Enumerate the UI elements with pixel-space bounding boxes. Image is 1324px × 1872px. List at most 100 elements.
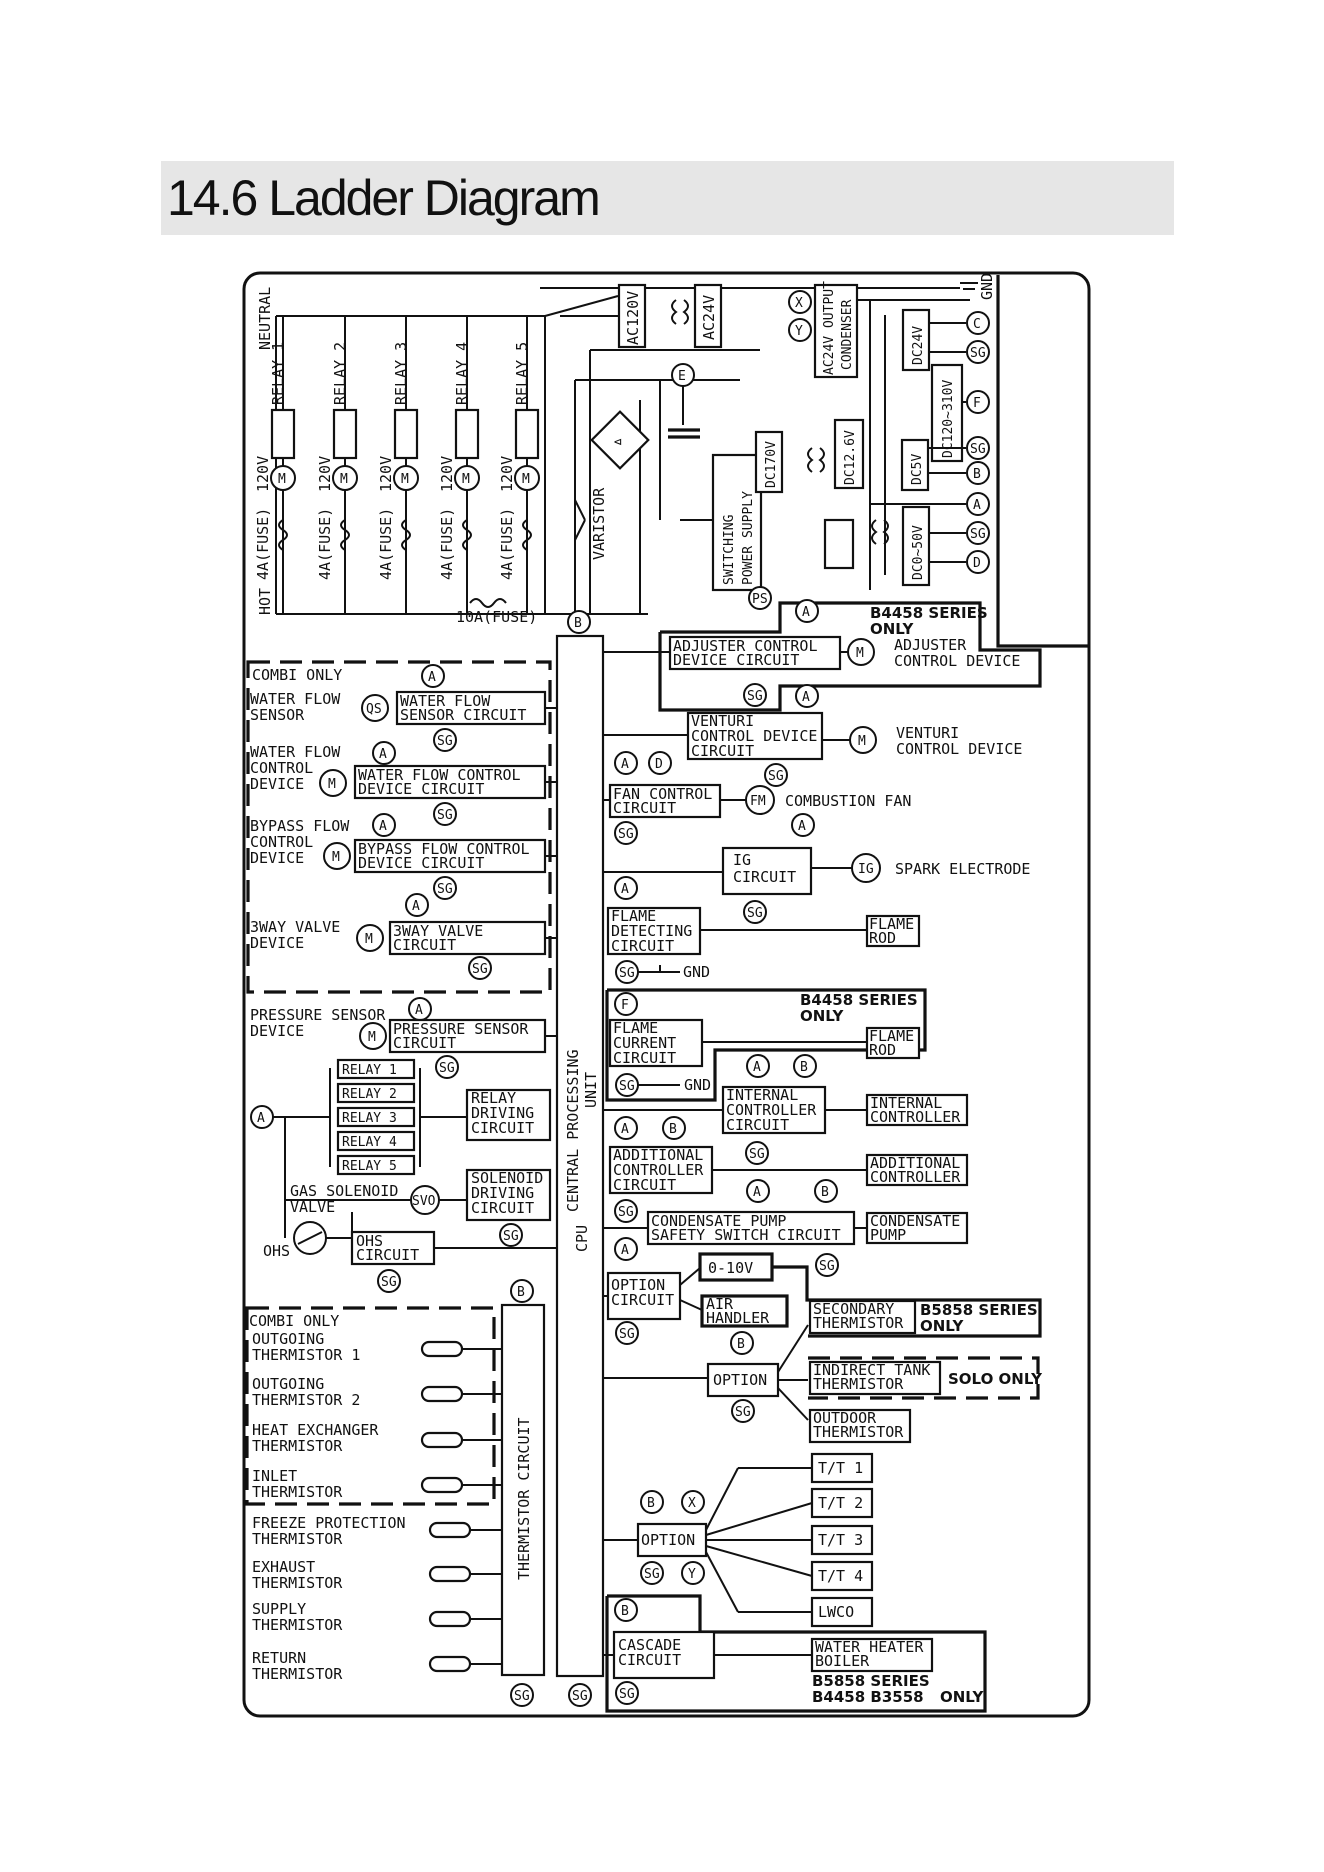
venturi-row: A VENTURI CONTROL DEVICE CIRCUIT M VENTU… — [603, 684, 1022, 787]
svg-text:F: F — [621, 998, 629, 1013]
svg-text:THERMISTOR: THERMISTOR — [813, 1314, 904, 1332]
svg-text:T/T 2: T/T 2 — [818, 1494, 863, 1512]
fan-control-row: A D FAN CONTROL CIRCUIT FM COMBUSTION FA… — [603, 751, 911, 845]
svg-text:B: B — [621, 1604, 629, 1619]
svg-text:0-10V: 0-10V — [708, 1259, 753, 1277]
svg-text:FM: FM — [750, 794, 766, 809]
bridge-rectifier — [590, 410, 650, 470]
transformer-1-icon — [671, 299, 689, 325]
svg-text:OPTION: OPTION — [713, 1371, 767, 1389]
svg-text:DEVICE: DEVICE — [250, 934, 304, 952]
svg-text:RELAY 1: RELAY 1 — [342, 1063, 397, 1078]
svg-text:CONTROLLER: CONTROLLER — [870, 1108, 961, 1126]
svg-text:RELAY 4: RELAY 4 — [342, 1135, 397, 1150]
svg-text:120V: 120V — [254, 456, 272, 492]
svg-text:CIRCUIT: CIRCUIT — [691, 742, 754, 760]
svg-text:4A(FUSE): 4A(FUSE) — [254, 508, 272, 580]
svg-text:SG: SG — [749, 1147, 765, 1162]
relay-rung-2: M RELAY 2 120V 4A(FUSE) — [316, 316, 358, 614]
thermistor-terminal-b — [510, 1279, 534, 1303]
svg-text:SG: SG — [747, 689, 763, 704]
svg-text:RELAY 5: RELAY 5 — [513, 342, 531, 405]
relay-rung-5: M RELAY 5 120V 4A(FUSE) — [498, 316, 540, 614]
svg-text:CONDENSER: CONDENSER — [840, 299, 855, 370]
page-title: 14.6 Ladder Diagram — [167, 170, 601, 226]
svg-text:A: A — [802, 605, 810, 620]
svg-text:SG: SG — [437, 808, 453, 823]
condensate-pump-row: A B CONDENSATE PUMP SAFETY SWITCH CIRCUI… — [603, 1179, 969, 1277]
option-thermistor-row: B OPTION INDIRECT TANK THERMISTOR SOLO O… — [603, 1324, 1043, 1444]
svg-text:B: B — [669, 1122, 677, 1137]
svg-text:A: A — [802, 690, 810, 705]
bypass-flow-row: A BYPASS FLOW CONTROL DEVICE M BYPASS FL… — [250, 813, 557, 900]
svg-text:GND: GND — [684, 1076, 711, 1094]
svg-text:WATER FLOW: WATER FLOW — [250, 743, 341, 761]
svg-text:Y: Y — [795, 324, 803, 339]
relay-driving-row: A RELAY 1 RELAY 2 RELAY 3 RELAY 4 RELAY … — [250, 1058, 552, 1176]
power-board-outline — [996, 275, 1088, 648]
dc24-box — [901, 308, 931, 372]
adjuster-control-row: A ADJUSTER CONTROL DEVICE CIRCUIT M ADJU… — [603, 599, 1020, 707]
dc120-310-box — [930, 363, 964, 463]
svg-text:SG: SG — [619, 1687, 635, 1702]
svg-text:SG: SG — [439, 1061, 455, 1076]
additional-controller-row: A B ADDITIONAL CONTROLLER CIRCUIT ADDITI… — [608, 1116, 969, 1223]
svg-text:DEVICE: DEVICE — [250, 849, 304, 867]
svg-text:120V: 120V — [438, 456, 456, 492]
svg-text:CONTROL DEVICE: CONTROL DEVICE — [896, 740, 1022, 758]
svg-text:SG: SG — [437, 882, 453, 897]
svg-text:PRESSURE SENSOR: PRESSURE SENSOR — [393, 1020, 529, 1038]
svg-text:ONLY: ONLY — [870, 620, 915, 638]
svg-text:DEVICE CIRCUIT: DEVICE CIRCUIT — [673, 651, 799, 669]
svg-text:INTERNAL: INTERNAL — [726, 1086, 798, 1104]
svg-text:THERMISTOR 1: THERMISTOR 1 — [252, 1346, 360, 1364]
svg-text:4A(FUSE): 4A(FUSE) — [498, 508, 516, 580]
svg-text:CASCADE: CASCADE — [618, 1636, 681, 1654]
svg-text:AC24V: AC24V — [700, 295, 718, 340]
varistor-label: VARISTOR — [590, 487, 608, 560]
svg-text:D: D — [655, 757, 663, 772]
svg-text:A: A — [753, 1185, 761, 1200]
svg-text:OUTGOING: OUTGOING — [252, 1375, 324, 1393]
svg-text:DRIVING: DRIVING — [471, 1184, 534, 1202]
svg-text:IG: IG — [858, 862, 874, 877]
svg-text:CONTROLLER: CONTROLLER — [870, 1168, 961, 1186]
cpu-terminal-sg — [568, 1683, 592, 1707]
cpu-box — [555, 634, 605, 1678]
svg-text:INDIRECT TANK: INDIRECT TANK — [813, 1361, 930, 1379]
svg-text:A: A — [753, 1060, 761, 1075]
svg-text:COMBUSTION FAN: COMBUSTION FAN — [785, 792, 911, 810]
svg-text:VENTURI: VENTURI — [896, 724, 959, 742]
svg-text:A: A — [621, 757, 629, 772]
svg-text:B5858 SERIES: B5858 SERIES — [812, 1672, 930, 1690]
svg-text:ONLY: ONLY — [940, 1688, 985, 1706]
svg-text:CIRCUIT: CIRCUIT — [618, 1651, 681, 1669]
relay-rung-4: M RELAY 4 120V 4A(FUSE) — [438, 316, 480, 614]
svg-text:AC120V: AC120V — [624, 291, 642, 345]
svg-text:HEAT EXCHANGER: HEAT EXCHANGER — [252, 1421, 379, 1439]
svg-text:DC12.6V: DC12.6V — [843, 430, 858, 485]
svg-text:B: B — [800, 1060, 808, 1075]
svg-text:B: B — [821, 1185, 829, 1200]
svg-text:SG: SG — [970, 346, 986, 361]
svg-text:THERMISTOR CIRCUIT: THERMISTOR CIRCUIT — [515, 1417, 533, 1580]
b4458-box-1 — [658, 601, 1042, 712]
svg-text:CIRCUIT: CIRCUIT — [733, 868, 796, 886]
svg-text:EXHAUST: EXHAUST — [252, 1558, 315, 1576]
svg-text:SG: SG — [572, 1689, 588, 1704]
main-fuse-icon — [469, 598, 507, 608]
main-fuse-label: 10A(FUSE) — [456, 608, 537, 626]
svg-text:DEVICE: DEVICE — [250, 775, 304, 793]
svg-text:BYPASS FLOW CONTROL: BYPASS FLOW CONTROL — [358, 840, 530, 858]
gnd-label: GND — [978, 273, 996, 300]
svg-text:RELAY 1: RELAY 1 — [269, 342, 287, 405]
svg-text:120V: 120V — [316, 456, 334, 492]
combi-only-label-2: COMBI ONLY — [249, 1312, 339, 1330]
svg-text:CENTRAL PROCESSING: CENTRAL PROCESSING — [564, 1049, 582, 1212]
svg-text:X: X — [795, 296, 803, 311]
ac24-output-condenser-box — [813, 283, 859, 379]
diagram-frame — [242, 271, 1091, 1718]
svg-text:SG: SG — [619, 1079, 635, 1094]
svg-text:IG: IG — [733, 851, 751, 869]
svg-text:A: A — [621, 882, 629, 897]
